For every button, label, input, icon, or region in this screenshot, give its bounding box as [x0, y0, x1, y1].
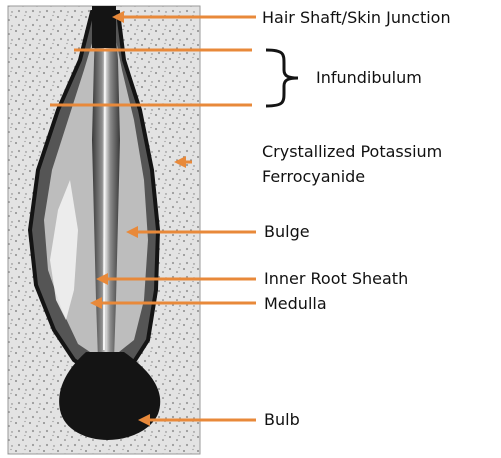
micrograph [8, 6, 200, 454]
infundibulum-brace [266, 50, 298, 106]
label-bulb: Bulb [264, 409, 300, 431]
label-inner-root-sheath: Inner Root Sheath [264, 268, 408, 290]
label-infundibulum: Infundibulum [316, 67, 422, 89]
hair-tip [92, 6, 116, 48]
label-potassium-line2: Ferrocyanide [262, 166, 365, 188]
label-hair-shaft-junction: Hair Shaft/Skin Junction [262, 7, 451, 29]
label-medulla: Medulla [264, 293, 327, 315]
label-potassium-line1: Crystallized Potassium [262, 141, 442, 163]
label-bulge: Bulge [264, 221, 310, 243]
